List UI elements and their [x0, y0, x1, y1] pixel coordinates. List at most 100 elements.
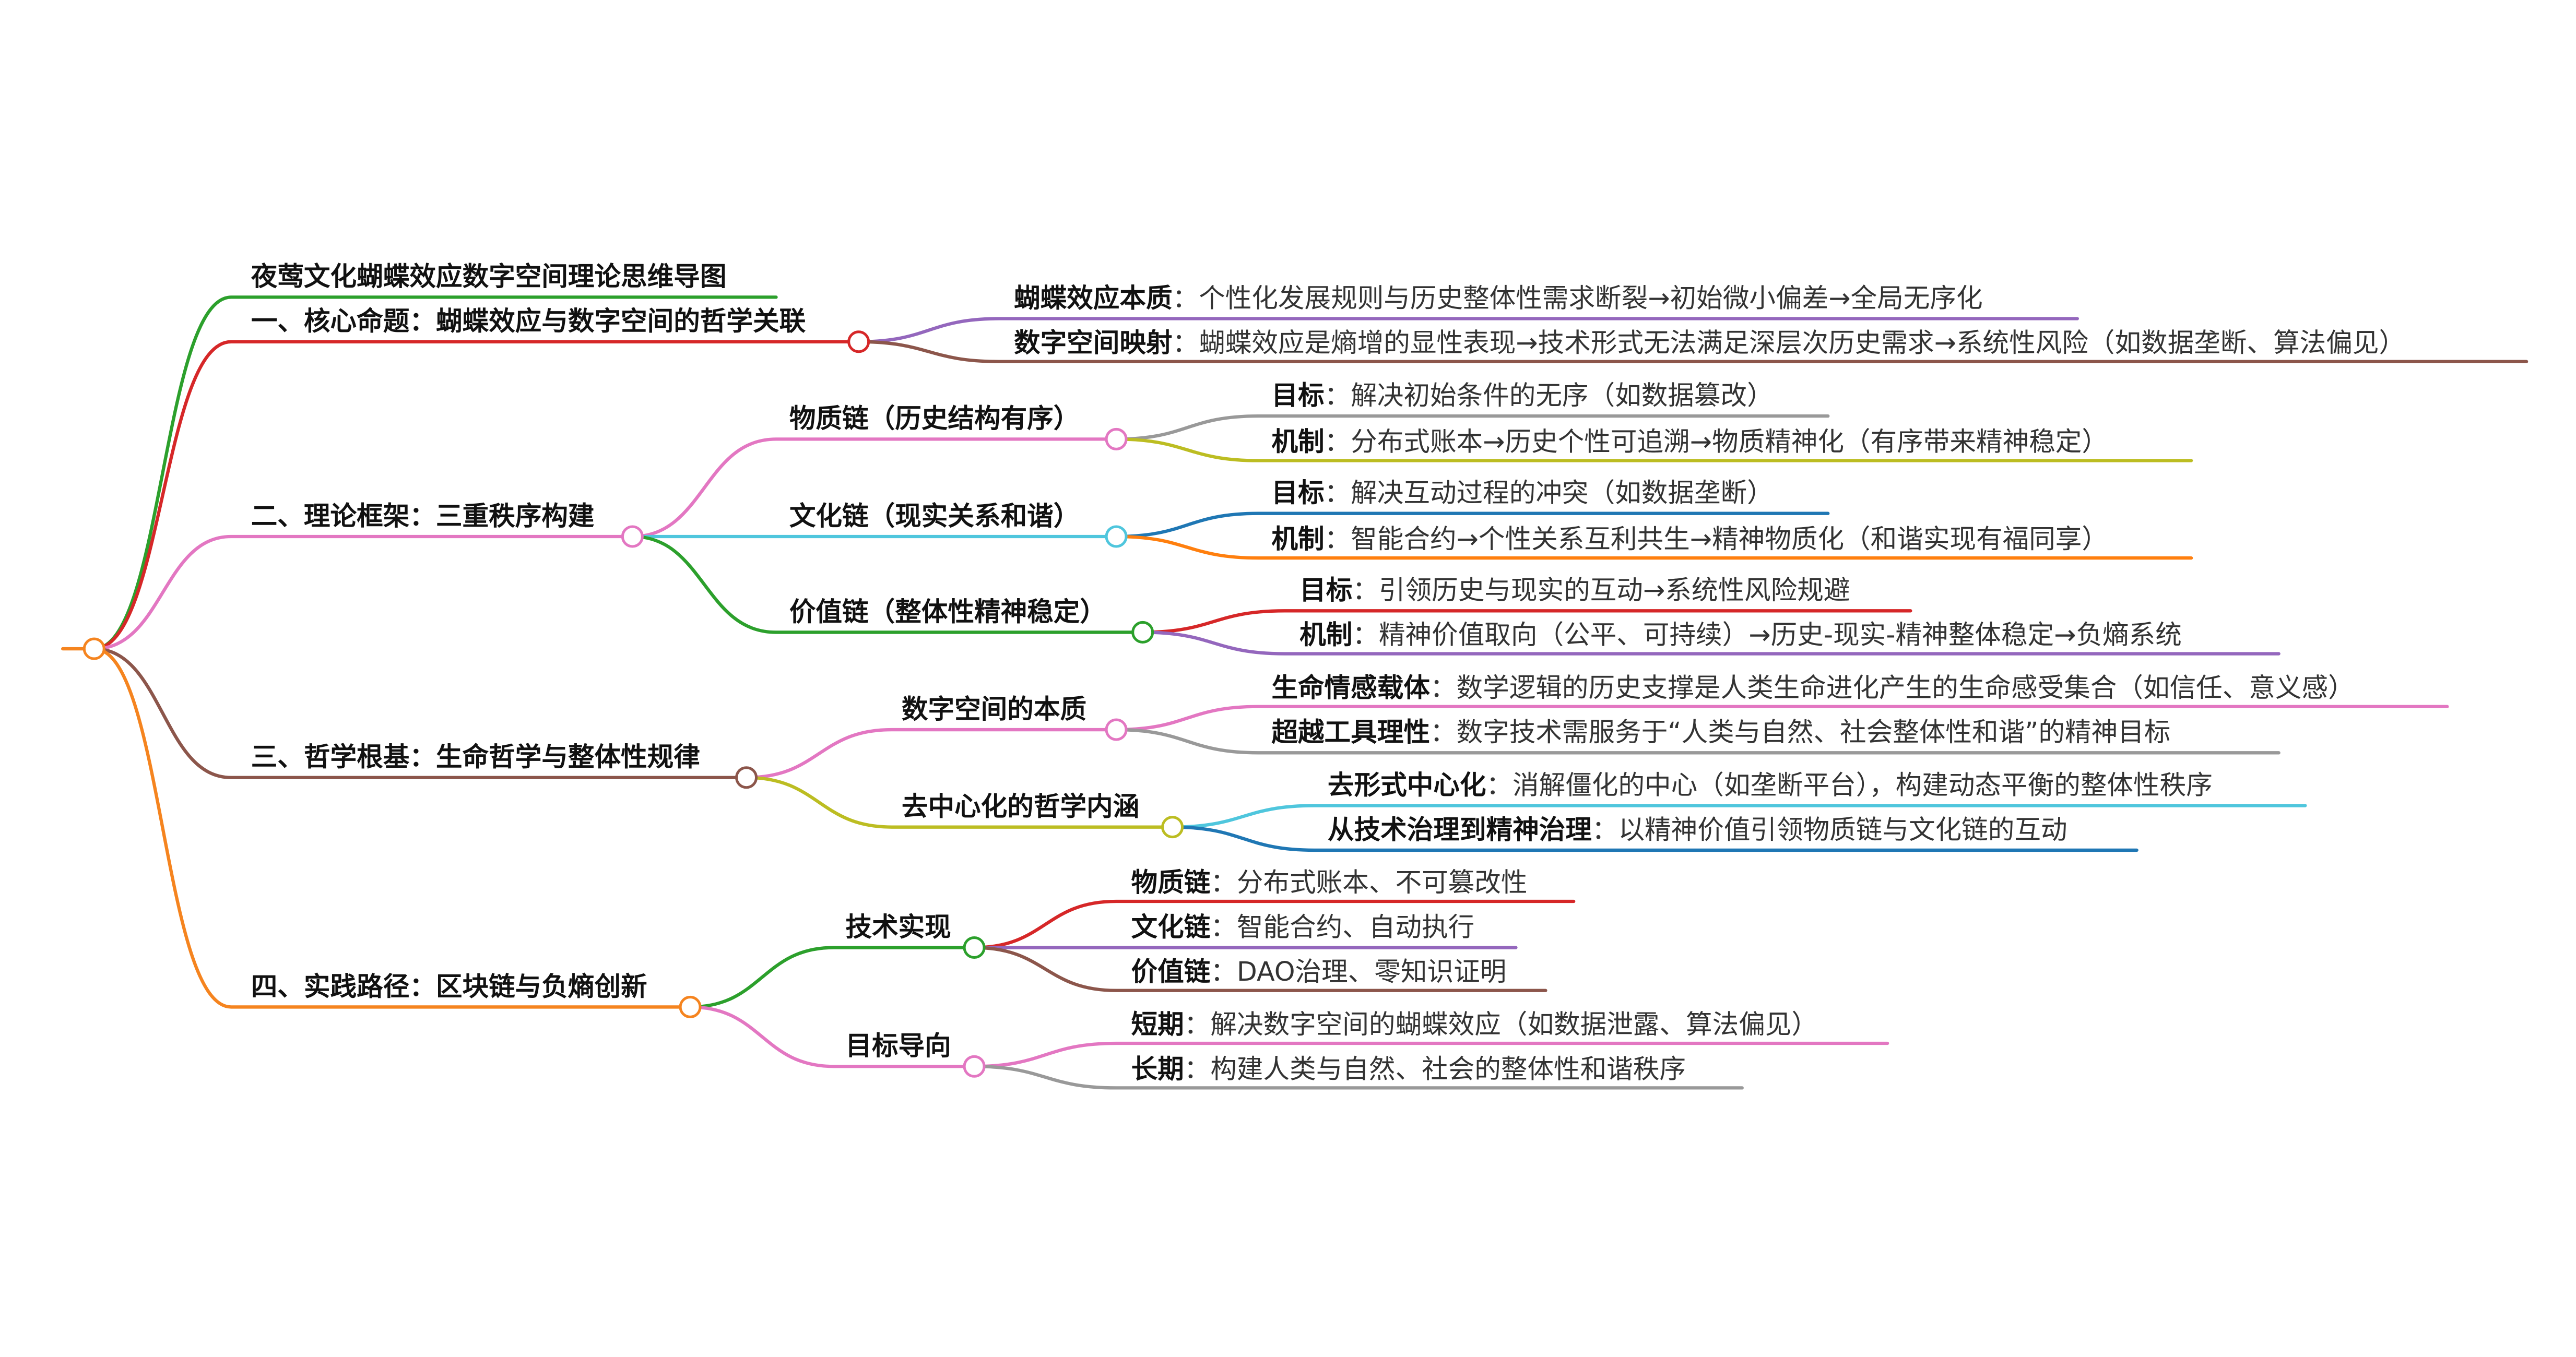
leaf-text: ：个性化发展规则与历史整体性需求断裂→初始微小偏差→全局无序化	[1173, 282, 1983, 313]
leaf-node[interactable]: 目标：解决初始条件的无序（如数据篡改）	[1271, 380, 1773, 411]
connector	[1141, 630, 2280, 656]
leaf-text: ：蝴蝶效应是熵增的显性表现→技术形式无法满足深层次历史需求→系统性风险（如数据垄…	[1173, 327, 2406, 358]
collapse-toggle[interactable]	[963, 1055, 986, 1078]
leaf-label: 物质链	[1131, 867, 1211, 898]
leaf-text: ：精神价值取向（公平、可持续）→历史-现实-精神整体稳定→负熵系统	[1352, 620, 2182, 650]
leaf-node[interactable]: 目标：解决互动过程的冲突（如数据垄断）	[1271, 478, 1773, 508]
leaf-node[interactable]: 长期：构建人类与自然、社会的整体性和谐秩序	[1131, 1053, 1686, 1084]
connector	[631, 437, 1118, 539]
leaf-text: ：解决数字空间的蝴蝶效应（如数据泄露、算法偏见）	[1184, 1009, 1818, 1040]
sub-branch-label[interactable]: 目标导向	[845, 1030, 951, 1061]
branch-label[interactable]: 四、实践路径：区块链与负熵创新	[251, 971, 647, 1002]
connector	[631, 534, 1144, 634]
connector	[1171, 804, 2307, 829]
leaf-node[interactable]: 生命情感载体：数学逻辑的历史支撑是人类生命进化产生的生命感受集合（如信任、意义感…	[1271, 672, 2354, 703]
leaf-text: ：构建人类与自然、社会的整体性和谐秩序	[1184, 1053, 1686, 1084]
sub-branch-label[interactable]: 数字空间的本质	[902, 694, 1086, 724]
leaf-label: 目标	[1271, 380, 1324, 411]
leaf-label: 长期	[1131, 1053, 1184, 1084]
collapse-toggle[interactable]	[1161, 816, 1184, 839]
leaf-text: ：智能合约、自动执行	[1210, 911, 1474, 942]
leaf-label: 机制	[1271, 426, 1324, 457]
connector-branch-4	[92, 647, 692, 1009]
connector	[972, 899, 1576, 949]
connector	[1141, 609, 1912, 634]
leaf-label: 目标	[1299, 575, 1352, 605]
connector	[1114, 534, 2193, 560]
sub-branch-label[interactable]: 价值链（整体性精神稳定）	[789, 596, 1106, 627]
leaf-node[interactable]: 去形式中心化：消解僵化的中心（如垄断平台），构建动态平衡的整体性秩序	[1328, 769, 2213, 800]
connector	[1171, 825, 2138, 852]
connector	[1114, 414, 1830, 441]
leaf-label: 文化链	[1131, 911, 1211, 942]
collapse-toggle[interactable]	[963, 936, 986, 959]
leaf-node[interactable]: 超越工具理性：数字技术需服务于“人类与自然、社会整体性和谐”的精神目标	[1271, 717, 2170, 747]
leaf-text: ：数学逻辑的历史支撑是人类生命进化产生的生命感受集合（如信任、意义感）	[1430, 672, 2355, 703]
sub-branch-label[interactable]: 技术实现	[845, 911, 951, 942]
collapse-toggle[interactable]	[679, 995, 702, 1018]
leaf-label: 机制	[1299, 620, 1352, 650]
leaf-label: 目标	[1271, 478, 1324, 508]
connector	[745, 776, 1174, 829]
leaf-label: 短期	[1131, 1009, 1184, 1040]
connector	[688, 1005, 976, 1068]
connector-title	[92, 295, 778, 651]
branch-label[interactable]: 二、理论框架：三重秩序构建	[251, 501, 595, 531]
connector	[745, 728, 1118, 779]
leaf-text: ：分布式账本、不可篡改性	[1210, 867, 1527, 898]
leaf-label: 数字空间映射	[1014, 327, 1173, 358]
connector	[1114, 437, 2193, 462]
leaf-node[interactable]: 数字空间映射：蝴蝶效应是熵增的显性表现→技术形式无法满足深层次历史需求→系统性风…	[1014, 327, 2405, 358]
leaf-label: 从技术治理到精神治理	[1328, 814, 1592, 845]
leaf-label: 去形式中心化	[1328, 769, 1486, 800]
sub-branch-label[interactable]: 去中心化的哲学内涵	[902, 791, 1139, 822]
leaf-label: 蝴蝶效应本质	[1014, 282, 1173, 313]
connector	[1114, 511, 1830, 539]
map-title[interactable]: 夜莺文化蝴蝶效应数字空间理论思维导图	[251, 261, 727, 292]
connector-branch-3	[92, 647, 748, 779]
leaf-text: ：消解僵化的中心（如垄断平台），构建动态平衡的整体性秩序	[1486, 769, 2212, 800]
connector	[972, 1065, 1744, 1090]
collapse-toggle[interactable]	[847, 330, 870, 353]
connector	[857, 317, 2079, 343]
leaf-label: 生命情感载体	[1271, 672, 1430, 703]
leaf-text: ：引领历史与现实的互动→系统性风险规避	[1352, 575, 1850, 605]
leaf-node[interactable]: 物质链：分布式账本、不可篡改性	[1131, 867, 1528, 898]
collapse-toggle[interactable]	[735, 766, 758, 789]
collapse-toggle[interactable]	[621, 525, 644, 548]
leaf-text: ：解决初始条件的无序（如数据篡改）	[1325, 380, 1774, 411]
connector	[1114, 705, 2449, 732]
collapse-toggle[interactable]	[1131, 621, 1154, 644]
sub-branch-label[interactable]: 文化链（现实关系和谐）	[789, 501, 1080, 531]
leaf-node[interactable]: 文化链：智能合约、自动执行	[1131, 911, 1475, 942]
leaf-text: ：以精神价值引领物质链与文化链的互动	[1592, 814, 2067, 845]
leaf-node[interactable]: 机制：分布式账本→历史个性可追溯→物质精神化（有序带来精神稳定）	[1271, 426, 2108, 457]
collapse-toggle[interactable]	[1105, 525, 1128, 548]
collapse-toggle[interactable]	[1105, 718, 1128, 741]
connector-branch-1	[92, 340, 860, 651]
connector	[688, 946, 976, 1009]
leaf-label: 机制	[1271, 523, 1324, 554]
leaf-text: ：智能合约→个性关系互利共生→精神物质化（和谐实现有福同享）	[1325, 523, 2108, 554]
collapse-toggle[interactable]	[1105, 427, 1128, 450]
leaf-node[interactable]: 短期：解决数字空间的蝴蝶效应（如数据泄露、算法偏见）	[1131, 1009, 1818, 1040]
connector-branch-2	[92, 534, 634, 651]
connector	[857, 340, 2528, 363]
leaf-text: ：数字技术需服务于“人类与自然、社会整体性和谐”的精神目标	[1430, 717, 2170, 747]
leaf-node[interactable]: 价值链：DAO治理、零知识证明	[1131, 956, 1507, 987]
leaf-node[interactable]: 目标：引领历史与现实的互动→系统性风险规避	[1299, 575, 1850, 605]
root-node[interactable]	[82, 637, 105, 660]
leaf-node[interactable]: 机制：智能合约→个性关系互利共生→精神物质化（和谐实现有福同享）	[1271, 523, 2108, 554]
connector	[1114, 728, 2280, 755]
leaf-text: ：DAO治理、零知识证明	[1210, 956, 1506, 987]
leaf-node[interactable]: 机制：精神价值取向（公平、可持续）→历史-现实-精神整体稳定→负熵系统	[1299, 620, 2182, 650]
leaf-text: ：解决互动过程的冲突（如数据垄断）	[1325, 478, 1774, 508]
sub-branch-label[interactable]: 物质链（历史结构有序）	[789, 403, 1080, 434]
branch-label[interactable]: 一、核心命题：蝴蝶效应与数字空间的哲学关联	[251, 306, 806, 337]
leaf-label: 超越工具理性	[1271, 717, 1430, 747]
leaf-node[interactable]: 蝴蝶效应本质：个性化发展规则与历史整体性需求断裂→初始微小偏差→全局无序化	[1014, 282, 1983, 313]
leaf-node[interactable]: 从技术治理到精神治理：以精神价值引领物质链与文化链的互动	[1328, 814, 2067, 845]
branch-label[interactable]: 三、哲学根基：生命哲学与整体性规律	[251, 742, 700, 772]
leaf-text: ：分布式账本→历史个性可追溯→物质精神化（有序带来精神稳定）	[1325, 426, 2108, 457]
